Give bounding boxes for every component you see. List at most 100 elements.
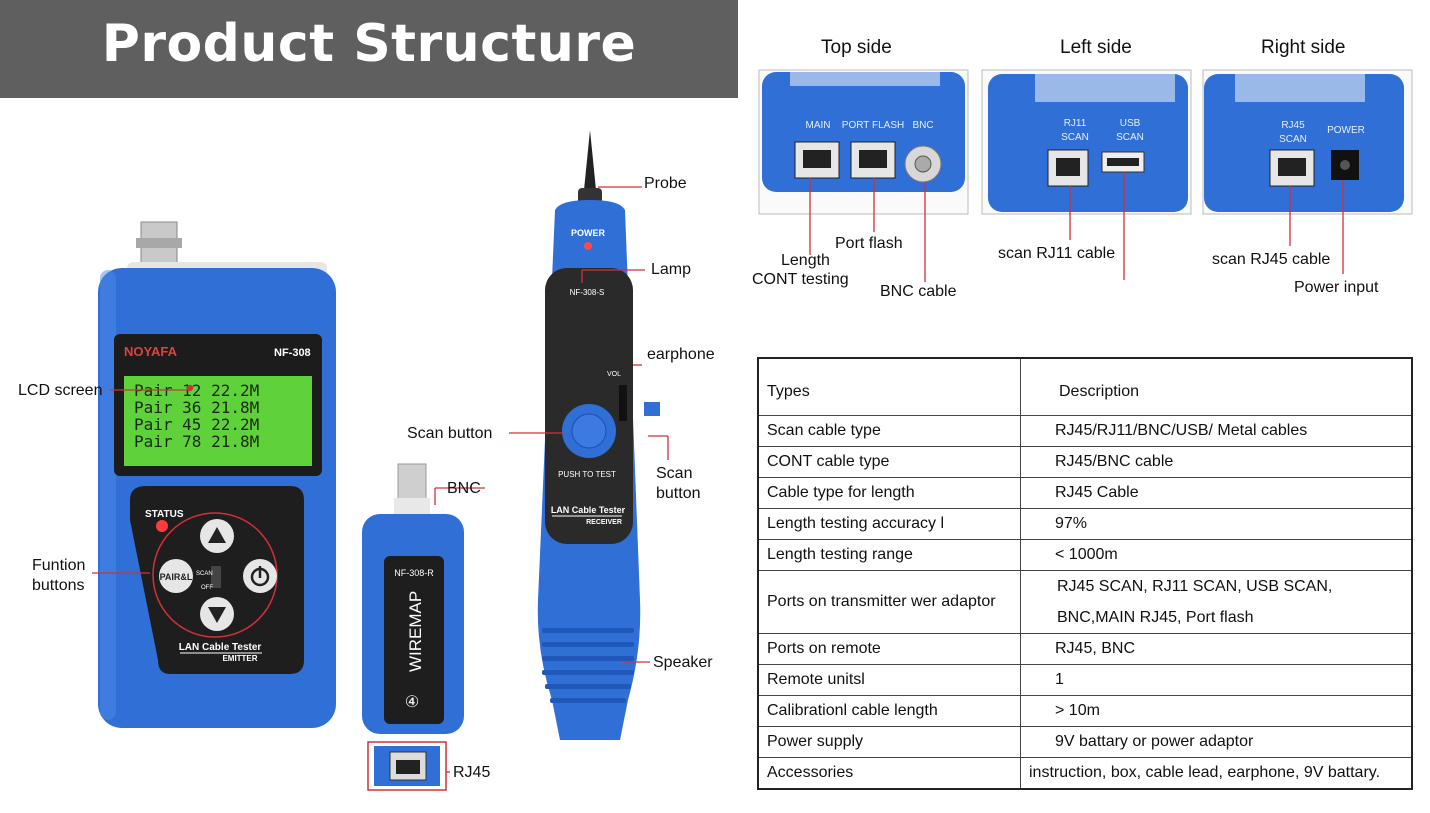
- table-cell-description: 1: [1020, 664, 1412, 696]
- svg-text:PORT FLASH: PORT FLASH: [842, 120, 904, 131]
- svg-text:BNC: BNC: [912, 120, 933, 131]
- callout-lines: [92, 186, 669, 773]
- description-line: BNC,MAIN RJ45, Port flash: [1057, 609, 1254, 626]
- status-led: [156, 520, 168, 532]
- wiremap-label: WIREMAP: [406, 591, 425, 672]
- callout-bnc: BNC: [447, 480, 481, 497]
- svg-text:RJ45: RJ45: [1281, 120, 1305, 131]
- table-cell-description: 9V battary or power adaptor: [1020, 726, 1412, 758]
- callout-lcd-screen: LCD screen: [18, 382, 103, 399]
- table-cell-description: instruction, box, cable lead, earphone, …: [1020, 757, 1412, 789]
- page-title: Product Structure: [101, 14, 637, 74]
- callout-probe: Probe: [644, 175, 687, 192]
- table-cell-type: Calibrationl cable length: [758, 695, 1021, 727]
- table-cell-description: RJ45 Cable: [1020, 477, 1412, 509]
- label-power-input: Power input: [1294, 279, 1379, 296]
- table-cell-description: < 1000m: [1020, 539, 1412, 571]
- table-cell-type: Accessories: [758, 757, 1021, 789]
- label-length: Length: [781, 252, 830, 269]
- svg-text:VOL: VOL: [607, 371, 621, 378]
- svg-text:NF-308-R: NF-308-R: [394, 568, 434, 578]
- header-description: Description: [1059, 383, 1140, 400]
- table-cell-type: Cable type for length: [758, 477, 1021, 509]
- right-side-title: Right side: [1261, 37, 1346, 58]
- table-row: Calibrationl cable length> 10m: [758, 695, 1412, 727]
- svg-text:SCAN: SCAN: [1279, 134, 1307, 145]
- speaker-grille: [542, 628, 634, 703]
- up-arrow-icon: [208, 527, 226, 543]
- svg-text:SCAN: SCAN: [1061, 132, 1089, 143]
- svg-text:LAN Cable Tester: LAN Cable Tester: [179, 642, 262, 653]
- left-side-photo: RJ11 SCAN USB SCAN: [981, 69, 1192, 215]
- receiver-probe: POWER NF-308-S VOL PUSH TO TEST LAN Cabl…: [537, 130, 660, 740]
- table-header-row: Types Description: [758, 358, 1412, 416]
- callout-scan-button: Scan button: [407, 425, 493, 442]
- header-types: Types: [758, 358, 1021, 416]
- top-side-photo: MAIN PORT FLASH BNC: [758, 69, 969, 215]
- table-cell-type: Ports on transmitter wer adaptor: [758, 570, 1021, 634]
- left-side-title: Left side: [1060, 37, 1132, 58]
- table-cell-description: RJ45/RJ11/BNC/USB/ Metal cables: [1020, 415, 1412, 447]
- down-arrow-icon: [208, 607, 226, 623]
- table-cell-description: RJ45/BNC cable: [1020, 446, 1412, 478]
- label-cont-testing: CONT testing: [752, 271, 849, 288]
- lcd-screen: [124, 376, 312, 466]
- label-scan-rj11: scan RJ11 cable: [998, 245, 1116, 262]
- table-cell-type: Power supply: [758, 726, 1021, 758]
- callout-function-buttons-2: buttons: [32, 577, 85, 594]
- title-banner: [0, 0, 738, 98]
- svg-text:④: ④: [405, 694, 419, 711]
- svg-text:OFF: OFF: [201, 585, 213, 591]
- label-bnc-cable: BNC cable: [880, 283, 957, 300]
- label-scan-rj45: scan RJ45 cable: [1212, 251, 1331, 268]
- table-cell-description: RJ45, BNC: [1020, 633, 1412, 665]
- remote-unit: NF-308-R WIREMAP ④: [362, 463, 464, 791]
- table-row: Length testing range< 1000m: [758, 539, 1412, 571]
- svg-text:PUSH TO TEST: PUSH TO TEST: [558, 470, 616, 479]
- label-port-flash: Port flash: [835, 235, 903, 252]
- lcd-line: Pair 36 21.8M: [134, 398, 259, 417]
- device-illustration: NOYAFA NF-308 Pair 12 22.2M Pair 36 21.8…: [92, 130, 669, 791]
- svg-text:LAN Cable Tester: LAN Cable Tester: [551, 505, 626, 515]
- svg-text:USB: USB: [1120, 118, 1141, 129]
- lcd-line: Pair 78 21.8M: [134, 432, 259, 451]
- table-cell-type: Length testing range: [758, 539, 1021, 571]
- table-cell-type: Ports on remote: [758, 633, 1021, 665]
- callout-rj45: RJ45: [453, 764, 491, 781]
- table-cell-type: Scan cable type: [758, 415, 1021, 447]
- svg-text:SCAN: SCAN: [196, 571, 213, 577]
- table-cell-type: Remote unitsl: [758, 664, 1021, 696]
- svg-text:RECEIVER: RECEIVER: [586, 519, 622, 526]
- callout-scan-button-right-2: button: [656, 485, 701, 502]
- table-cell-description: > 10m: [1020, 695, 1412, 727]
- lcd-line: Pair 45 22.2M: [134, 415, 259, 434]
- callout-speaker: Speaker: [653, 654, 713, 671]
- table-cell-description: 97%: [1020, 508, 1412, 540]
- callout-earphone: earphone: [647, 346, 715, 363]
- lcd-line: Pair 12 22.2M: [134, 381, 259, 400]
- brand-logo: NOYAFA: [124, 344, 178, 359]
- callout-function-buttons: Funtion: [32, 557, 86, 574]
- table-cell-description: RJ45 SCAN, RJ11 SCAN, USB SCAN, BNC,MAIN …: [1020, 570, 1412, 634]
- svg-text:MAIN: MAIN: [806, 120, 831, 131]
- status-label: STATUS: [145, 509, 184, 520]
- table-cell-type: Length testing accuracy l: [758, 508, 1021, 540]
- svg-text:EMITTER: EMITTER: [222, 654, 257, 663]
- callout-scan-button-right: Scan: [656, 465, 693, 482]
- svg-text:NF-308-S: NF-308-S: [570, 288, 605, 297]
- callout-lamp: Lamp: [651, 261, 692, 278]
- pair-button-label: PAIR&L: [160, 572, 193, 582]
- right-side-photo: RJ45 SCAN POWER: [1202, 69, 1413, 215]
- description-line: RJ45 SCAN, RJ11 SCAN, USB SCAN,: [1057, 578, 1333, 595]
- emitter-device: NOYAFA NF-308 Pair 12 22.2M Pair 36 21.8…: [98, 221, 336, 728]
- emitter-model: NF-308: [274, 347, 311, 359]
